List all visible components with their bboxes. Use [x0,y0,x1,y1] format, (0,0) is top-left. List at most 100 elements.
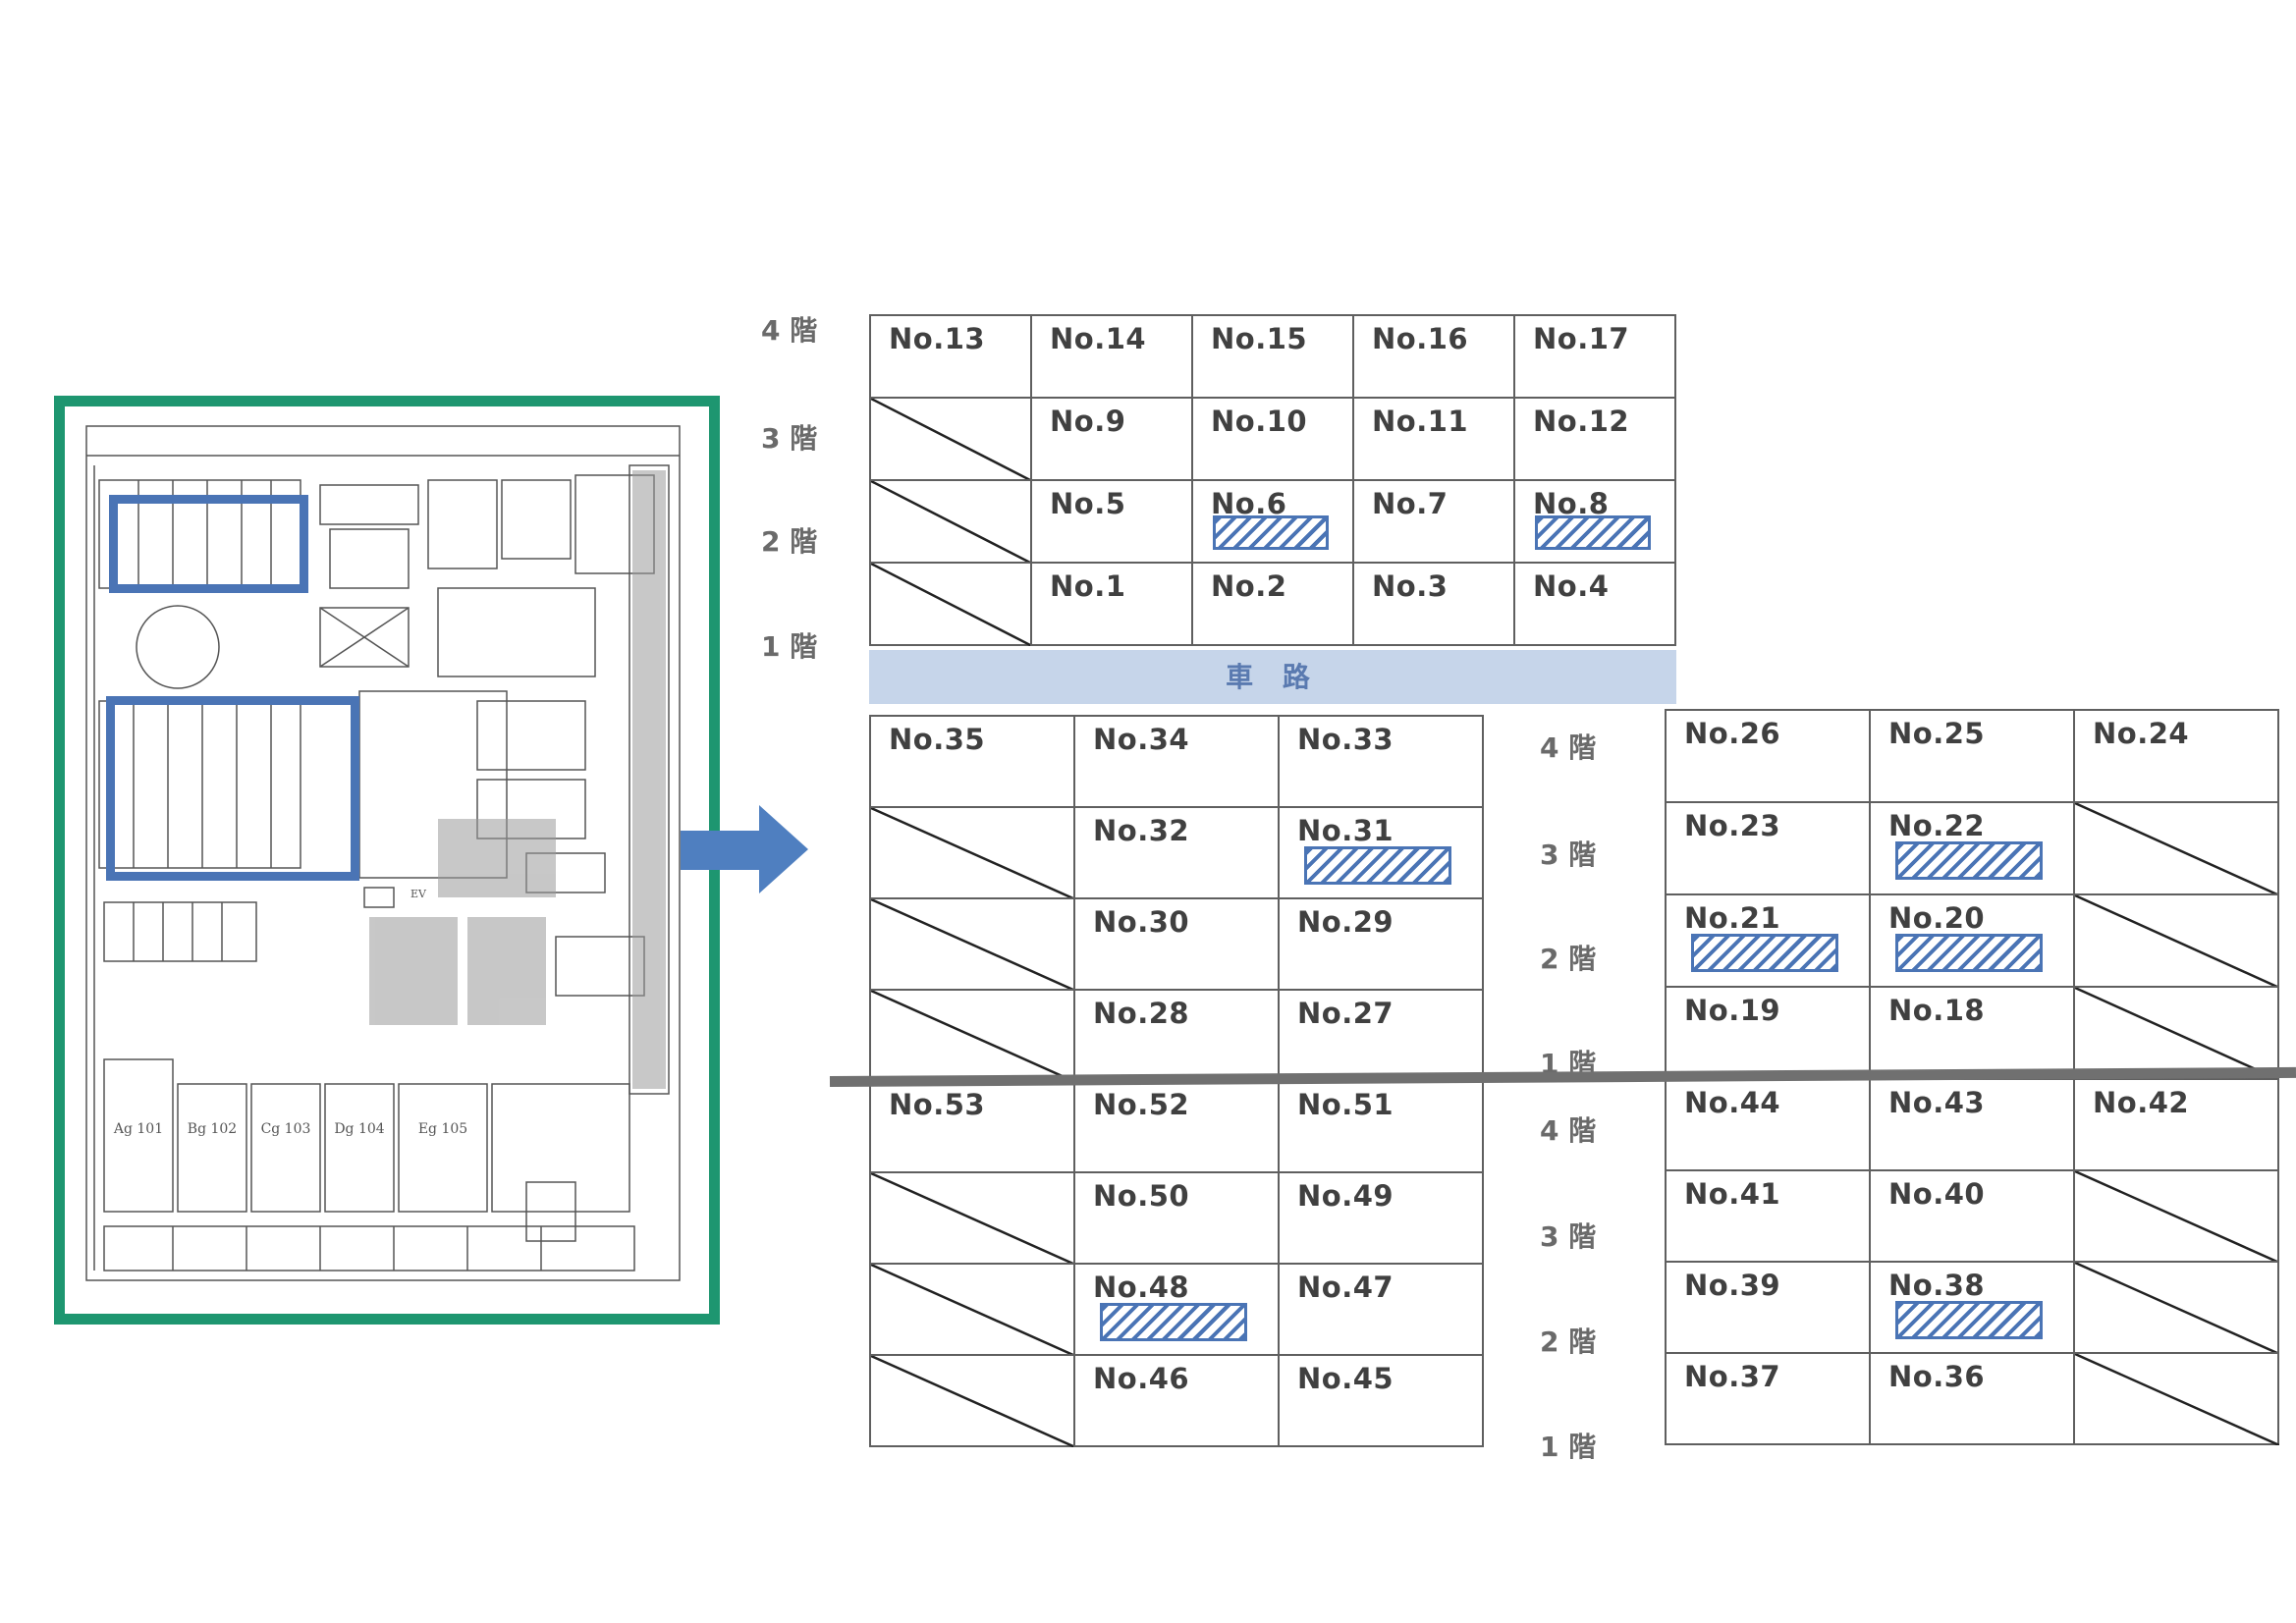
parking-space: No.44 [1665,1078,1871,1171]
parking-space [2073,1352,2279,1445]
unavailable-slash [871,899,1075,991]
occupied-space-hatch [1895,934,2043,972]
unit-label: Cg 103 [261,1121,311,1137]
parking-space-number: No.11 [1372,405,1469,438]
parking-space: No.31 [1278,806,1484,899]
parking-space: No.9 [1030,397,1193,481]
parking-space [869,562,1032,646]
parking-space-number: No.28 [1093,997,1190,1030]
parking-space-number: No.12 [1533,405,1630,438]
unavailable-slash [871,1265,1075,1356]
floor-label-3: 3 階 [761,422,818,455]
parking-space: No.35 [869,715,1075,808]
parking-space: No.32 [1073,806,1280,899]
floor-plan-frame: Ag 101 Bg 102 Cg 103 Dg 104 Eg 105 EV [54,396,720,1325]
parking-space-number: No.24 [2093,717,2190,750]
parking-space: No.5 [1030,479,1193,564]
parking-space-number: No.52 [1093,1088,1190,1121]
parking-space: No.22 [1869,801,2075,895]
parking-space: No.20 [1869,893,2075,988]
floor-label-4: 4 階 [1540,1114,1597,1147]
floor-label-1: 1 階 [1540,1431,1597,1463]
unavailable-slash [2075,1263,2279,1354]
parking-space-number: No.49 [1297,1179,1394,1213]
parking-space-number: No.15 [1211,322,1308,355]
parking-space: No.25 [1869,709,2075,803]
parking-space: No.10 [1191,397,1354,481]
parking-space: No.48 [1073,1263,1280,1356]
parking-space: No.33 [1278,715,1484,808]
parking-space [2073,1261,2279,1354]
parking-space-number: No.3 [1372,569,1449,603]
parking-space: No.28 [1073,989,1280,1082]
parking-space: No.29 [1278,897,1484,991]
parking-space: No.2 [1191,562,1354,646]
parking-space-number: No.18 [1888,994,1986,1027]
occupied-space-hatch [1535,515,1651,550]
parking-space-number: No.2 [1211,569,1287,603]
unavailable-slash [871,1356,1075,1447]
parking-space-number: No.43 [1888,1086,1986,1119]
parking-space-number: No.45 [1297,1362,1394,1395]
parking-space: No.39 [1665,1261,1871,1354]
parking-space: No.46 [1073,1354,1280,1447]
parking-space [869,1354,1075,1447]
parking-space: No.17 [1513,314,1676,399]
parking-space-number: No.1 [1050,569,1126,603]
parking-space-number: No.40 [1888,1177,1986,1211]
floor-label-2: 2 階 [1540,943,1597,975]
parking-space-number: No.35 [889,723,986,756]
parking-area-highlight-upper [109,495,308,593]
parking-space-number: No.38 [1888,1269,1986,1302]
parking-space: No.1 [1030,562,1193,646]
parking-space-number: No.31 [1297,814,1394,847]
parking-space: No.36 [1869,1352,2075,1445]
parking-space: No.45 [1278,1354,1484,1447]
parking-space-number: No.36 [1888,1360,1986,1393]
unit-label: Eg 105 [418,1121,467,1137]
parking-space [869,806,1075,899]
occupied-space-hatch [1895,841,2043,880]
parking-space: No.13 [869,314,1032,399]
unavailable-slash [871,399,1032,481]
parking-space: No.26 [1665,709,1871,803]
parking-space: No.18 [1869,986,2075,1080]
parking-space: No.12 [1513,397,1676,481]
road-label: 車 路 [1226,661,1320,693]
parking-space: No.47 [1278,1263,1484,1356]
parking-space: No.11 [1352,397,1515,481]
unavailable-slash [2075,1354,2279,1445]
unit-label: Bg 102 [188,1121,237,1137]
parking-space: No.43 [1869,1078,2075,1171]
unavailable-slash [2075,1171,2279,1263]
parking-space-number: No.51 [1297,1088,1394,1121]
parking-space: No.3 [1352,562,1515,646]
parking-space-number: No.48 [1093,1271,1190,1304]
parking-space: No.4 [1513,562,1676,646]
parking-space-number: No.21 [1684,901,1781,935]
parking-space-number: No.53 [889,1088,986,1121]
parking-space: No.41 [1665,1169,1871,1263]
parking-space: No.14 [1030,314,1193,399]
parking-space-number: No.22 [1888,809,1986,842]
occupied-space-hatch [1895,1301,2043,1339]
parking-space-number: No.16 [1372,322,1469,355]
unit-label: Ag 101 [113,1121,163,1137]
parking-space-number: No.5 [1050,487,1126,520]
parking-space: No.24 [2073,709,2279,803]
occupied-space-hatch [1100,1303,1247,1341]
occupied-space-hatch [1304,846,1451,885]
parking-space: No.49 [1278,1171,1484,1265]
road-bar: 車 路 [869,650,1676,704]
parking-space-number: No.25 [1888,717,1986,750]
parking-space-number: No.41 [1684,1177,1781,1211]
unavailable-slash [871,991,1075,1082]
parking-space-number: No.42 [2093,1086,2190,1119]
parking-space: No.53 [869,1080,1075,1173]
parking-space: No.6 [1191,479,1354,564]
floor-label-2: 2 階 [1540,1325,1597,1358]
parking-space-number: No.50 [1093,1179,1190,1213]
floor-label-4: 4 階 [1540,731,1597,764]
parking-space-number: No.27 [1297,997,1394,1030]
parking-space-number: No.8 [1533,487,1610,520]
